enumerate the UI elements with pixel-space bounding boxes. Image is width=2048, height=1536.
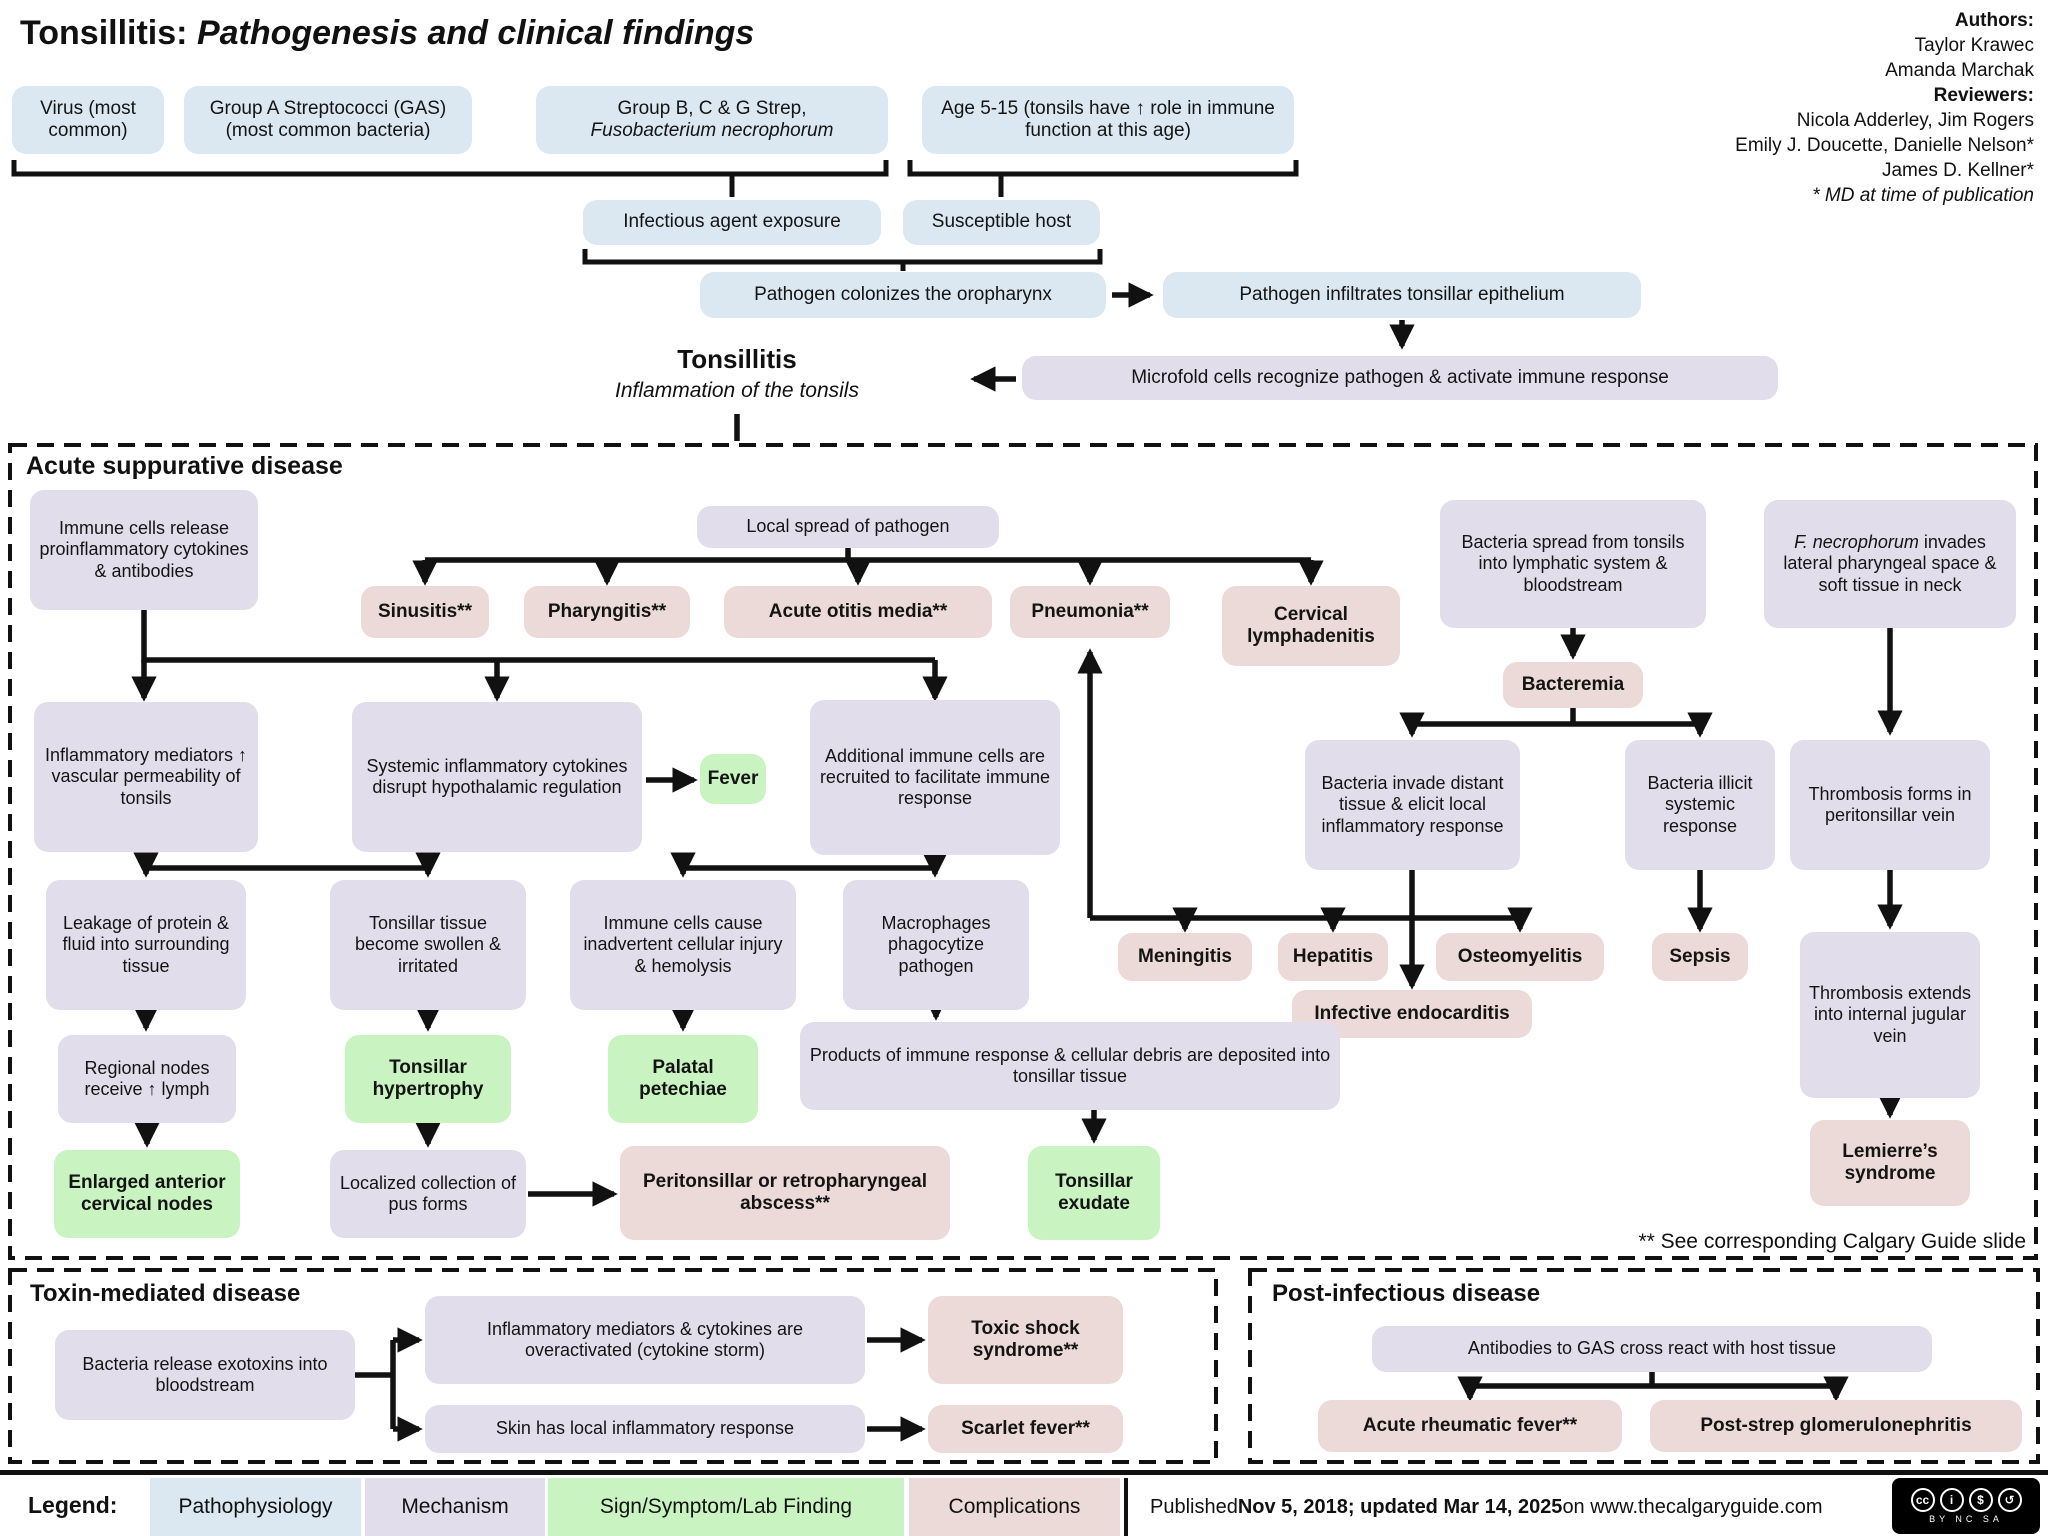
tonsillitis-title: Tonsillitis xyxy=(677,344,797,374)
node-gas: Group A Streptococci (GAS) (most common … xyxy=(184,86,472,154)
node-sepsis: Sepsis xyxy=(1652,933,1748,981)
node-inflammatory-mediators: Inflammatory mediators ↑ vascular permea… xyxy=(34,702,258,852)
cc-by-icon: i xyxy=(1939,1488,1964,1512)
author-name: Taylor Krawec xyxy=(1914,35,2034,56)
node-pneumonia: Pneumonia** xyxy=(1010,586,1170,638)
node-thrombosis-extends: Thrombosis extends into internal jugular… xyxy=(1800,932,1980,1098)
node-colonize: Pathogen colonizes the oropharynx xyxy=(700,272,1106,318)
author-name: Amanda Marchak xyxy=(1885,60,2034,81)
node-illicit-systemic: Bacteria illicit systemic response xyxy=(1625,740,1775,870)
node-virus: Virus (most common) xyxy=(12,86,164,154)
node-products-deposited: Products of immune response & cellular d… xyxy=(800,1022,1340,1110)
node-exotoxins: Bacteria release exotoxins into bloodstr… xyxy=(55,1330,355,1420)
page-title: Tonsillitis: Pathogenesis and clinical f… xyxy=(20,14,754,53)
title-prefix: Tonsillitis: xyxy=(20,14,188,52)
node-localized-pus: Localized collection of pus forms xyxy=(330,1150,526,1238)
footer-separator xyxy=(0,1470,2048,1475)
reviewer-name: Emily J. Doucette, Danielle Nelson* xyxy=(1735,135,2034,156)
md-note: * MD at time of publication xyxy=(1812,185,2034,206)
reviewer-name: James D. Kellner* xyxy=(1881,160,2034,181)
legend-complications: Complications xyxy=(909,1478,1120,1536)
node-group-bcg: Group B, C & G Strep, Fusobacterium necr… xyxy=(536,86,888,154)
cc-icon: cc xyxy=(1910,1488,1935,1512)
tonsillitis-subtitle: Inflammation of the tonsils xyxy=(615,379,859,402)
node-microfold: Microfold cells recognize pathogen & act… xyxy=(1022,356,1778,400)
authors-label: Authors: xyxy=(1954,10,2034,31)
node-cytokine-storm: Inflammatory mediators & cytokines are o… xyxy=(425,1296,865,1384)
legend-sign-symptom: Sign/Symptom/Lab Finding xyxy=(548,1478,904,1536)
node-infiltrate: Pathogen infiltrates tonsillar epitheliu… xyxy=(1163,272,1641,318)
credits-block: Authors: Taylor Krawec Amanda Marchak Re… xyxy=(1735,8,2034,208)
tonsillitis-label: Tonsillitis Inflammation of the tonsils xyxy=(600,344,874,403)
see-guide-note: ** See corresponding Calgary Guide slide xyxy=(1638,1230,2026,1253)
node-cervical-lymphadenitis: Cervical lymphadenitis xyxy=(1222,586,1400,666)
node-local-spread: Local spread of pathogen xyxy=(697,506,999,548)
acute-heading: Acute suppurative disease xyxy=(26,452,343,480)
node-systemic-cytokines: Systemic inflammatory cytokines disrupt … xyxy=(352,702,642,852)
legend-label: Legend: xyxy=(28,1492,118,1518)
node-immune-release: Immune cells release proinflammatory cyt… xyxy=(30,490,258,610)
node-scarlet-fever: Scarlet fever** xyxy=(928,1405,1123,1453)
node-inadvertent-injury: Immune cells cause inadvertent cellular … xyxy=(570,880,796,1010)
node-invade-distant: Bacteria invade distant tissue & elicit … xyxy=(1305,740,1520,870)
node-tonsillar-hypertrophy: Tonsillar hypertrophy xyxy=(345,1035,511,1123)
post-heading: Post-infectious disease xyxy=(1272,1280,1541,1307)
node-lemierre: Lemierre’s syndrome xyxy=(1810,1120,1970,1206)
node-leakage: Leakage of protein & fluid into surround… xyxy=(46,880,246,1010)
legend-pathophysiology: Pathophysiology xyxy=(150,1478,361,1536)
node-glomerulonephritis: Post-strep glomerulonephritis xyxy=(1650,1400,2022,1452)
node-enlarged-nodes: Enlarged anterior cervical nodes xyxy=(54,1150,240,1238)
bracket-exposure-host xyxy=(582,249,1103,265)
node-skin-response: Skin has local inflammatory response xyxy=(425,1405,865,1453)
toxin-heading: Toxin-mediated disease xyxy=(30,1280,301,1307)
node-fever: Fever xyxy=(700,754,766,804)
footer-divider xyxy=(1124,1478,1128,1536)
node-fnecrophorum: F. necrophorum invades lateral pharyngea… xyxy=(1764,500,2016,628)
node-susceptible-host: Susceptible host xyxy=(903,200,1100,245)
node-infective-endocarditis: Infective endocarditis xyxy=(1292,990,1532,1038)
node-regional-nodes: Regional nodes receive ↑ lymph xyxy=(58,1035,236,1123)
bracket-causes xyxy=(11,160,889,177)
cc-icons: cc i $ ↺ xyxy=(1910,1488,2022,1512)
node-hepatitis: Hepatitis xyxy=(1278,933,1388,981)
node-bacteria-spread: Bacteria spread from tonsils into lympha… xyxy=(1440,500,1706,628)
node-abscess: Peritonsillar or retropharyngeal abscess… xyxy=(620,1146,950,1240)
reviewers-label: Reviewers: xyxy=(1933,85,2034,106)
node-macrophages: Macrophages phagocytize pathogen xyxy=(843,880,1029,1010)
legend-mechanism: Mechanism xyxy=(365,1478,545,1536)
node-otitis-media: Acute otitis media** xyxy=(724,586,992,638)
reviewer-name: Nicola Adderley, Jim Rogers xyxy=(1796,110,2034,131)
node-toxic-shock: Toxic shock syndrome** xyxy=(928,1296,1123,1384)
node-bacteremia: Bacteremia xyxy=(1503,662,1643,708)
published-line: Published Nov 5, 2018; updated Mar 14, 2… xyxy=(1150,1495,1823,1518)
cc-nc-icon: $ xyxy=(1968,1488,1993,1512)
title-italic: Pathogenesis and clinical findings xyxy=(196,14,755,52)
cc-caption: BY NC SA xyxy=(1929,1514,2003,1524)
node-pharyngitis: Pharyngitis** xyxy=(524,586,690,638)
node-swollen: Tonsillar tissue become swollen & irrita… xyxy=(330,880,526,1010)
node-age: Age 5-15 (tonsils have ↑ role in immune … xyxy=(922,86,1294,154)
node-meningitis: Meningitis xyxy=(1118,933,1252,981)
node-exposure: Infectious agent exposure xyxy=(583,200,881,245)
cc-sa-icon: ↺ xyxy=(1997,1488,2022,1512)
node-rheumatic-fever: Acute rheumatic fever** xyxy=(1318,1400,1622,1452)
node-tonsillar-exudate: Tonsillar exudate xyxy=(1028,1146,1160,1240)
node-osteomyelitis: Osteomyelitis xyxy=(1436,933,1604,981)
cc-license-badge: cc i $ ↺ BY NC SA xyxy=(1892,1478,2040,1534)
node-antibodies-cross-react: Antibodies to GAS cross react with host … xyxy=(1372,1326,1932,1372)
node-thrombosis-forms: Thrombosis forms in peritonsillar vein xyxy=(1790,740,1990,870)
node-palatal-petechiae: Palatal petechiae xyxy=(608,1035,758,1123)
node-additional-immune: Additional immune cells are recruited to… xyxy=(810,700,1060,855)
bracket-age xyxy=(907,160,1299,177)
node-sinusitis: Sinusitis** xyxy=(361,586,489,638)
